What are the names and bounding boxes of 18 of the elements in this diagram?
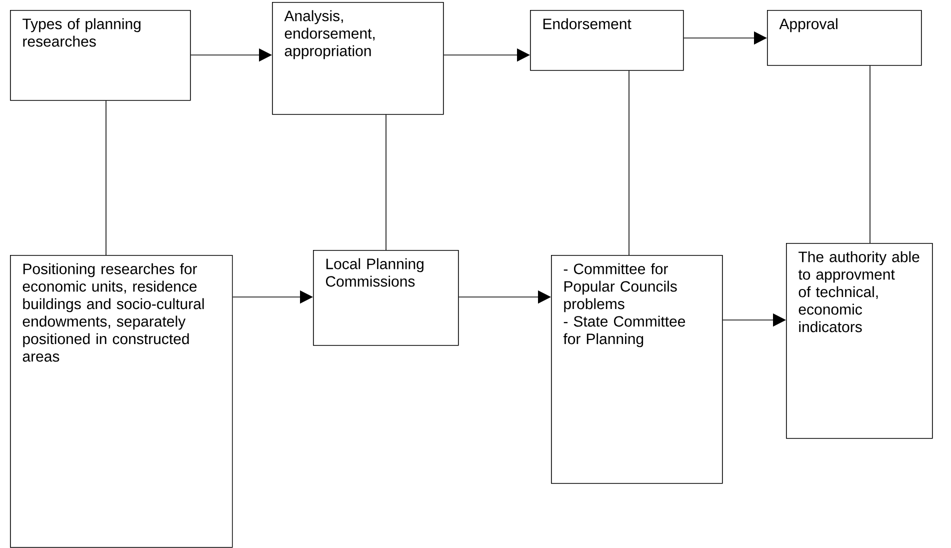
process-box: [786, 243, 933, 439]
box-text: Positioning researches for economic units, residence buildings and socio-cultural endowments, separately positioned in constructed areas: [22, 263, 204, 362]
process-box: [530, 10, 684, 71]
box-text: - Committee for Popular Councils problems: [564, 263, 677, 312]
box-text: The authority able to approvment of technical, economic indicators: [798, 251, 920, 332]
process-box: [10, 255, 233, 548]
box-text: Endorsement: [543, 18, 632, 30]
box-text: Approval: [779, 18, 838, 32]
box-text: Types of planning researches: [22, 18, 140, 47]
process-box: [767, 10, 922, 66]
process-box: [313, 250, 459, 346]
box-text: Local Planning Commissions: [326, 258, 424, 287]
box-text: Analysis, endorsement, appropriation: [284, 10, 375, 60]
box-text: - State Committee for Planning: [563, 316, 686, 348]
connector-line: [628, 70, 630, 256]
process-box: [10, 10, 191, 101]
process-box: [551, 255, 723, 484]
process-box: [272, 2, 444, 115]
